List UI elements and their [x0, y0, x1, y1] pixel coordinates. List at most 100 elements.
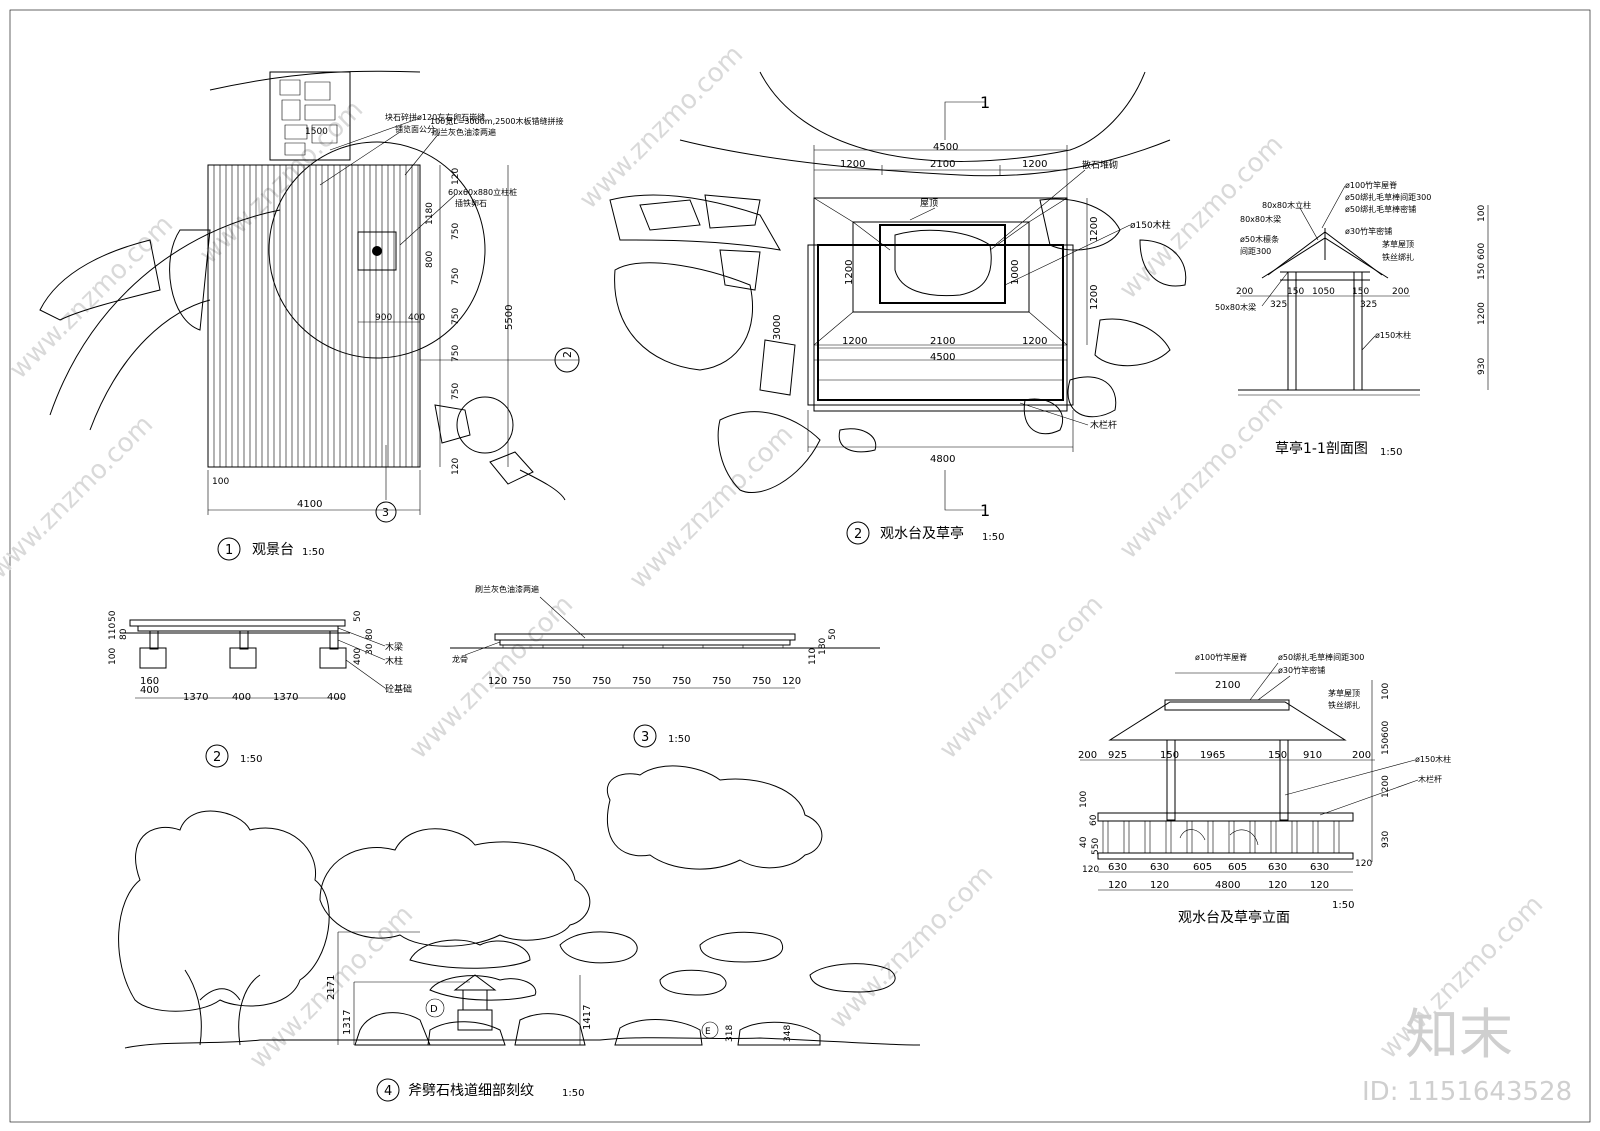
- column-post: [357, 231, 397, 271]
- pine-layer: [429, 975, 537, 1001]
- dim-text: 630: [1268, 862, 1287, 873]
- dim-text: 150: [1477, 263, 1487, 280]
- baluster: [1228, 820, 1235, 854]
- dim-text: 150: [1268, 750, 1287, 761]
- edge-curve: [519, 469, 566, 501]
- dim-text: 605: [1228, 862, 1247, 873]
- title-circle: [633, 724, 657, 748]
- dim-text: 50: [828, 628, 838, 640]
- dim-text: 900: [375, 313, 392, 323]
- note: ø150木柱: [1375, 330, 1411, 340]
- dim-text: 200: [1352, 750, 1371, 761]
- shore-curve: [759, 71, 1146, 162]
- cut-line: [944, 101, 985, 140]
- dim-text: 4500: [930, 352, 955, 363]
- note: 木梁: [385, 641, 403, 653]
- baluster: [1312, 820, 1319, 854]
- dim-text: 750: [451, 223, 461, 240]
- dim-text: 100: [108, 648, 118, 665]
- post: [239, 630, 249, 650]
- dim-text: 800: [425, 251, 435, 268]
- baluster: [1144, 820, 1151, 854]
- dim-text: 1000: [1010, 260, 1021, 285]
- cut-line: [944, 470, 985, 511]
- detail-2-section: 400 1370 400 1370 400 160 50 110 80 100 …: [108, 610, 412, 768]
- watermark-url: www.znzmo.com: [824, 860, 999, 1035]
- note: 50x80木梁: [1215, 302, 1256, 312]
- baluster: [1186, 820, 1193, 854]
- scale-text: 1:50: [668, 734, 690, 745]
- circle-outline: [268, 141, 486, 359]
- stone-circle: [456, 396, 514, 454]
- dim-text: 150: [1352, 287, 1369, 297]
- scale-text: 1:50: [240, 754, 262, 765]
- dim-text: 750: [451, 308, 461, 325]
- rock-pile: [894, 229, 992, 297]
- column: [1166, 739, 1176, 821]
- dim-text: 750: [712, 676, 731, 687]
- leader: [1257, 675, 1291, 701]
- note: ø100竹竿屋脊: [1195, 652, 1247, 662]
- leader: [464, 641, 501, 656]
- note: 间距300: [1240, 247, 1271, 256]
- note: 砼基础: [385, 683, 412, 695]
- dim-text: 750: [512, 676, 531, 687]
- scale-text: 1:50: [1380, 447, 1402, 458]
- note: 茅草屋顶: [1382, 239, 1414, 249]
- detail-mark-text: E: [705, 1027, 711, 1037]
- dim-text: 150: [1160, 750, 1179, 761]
- stone: [759, 339, 796, 396]
- roof-hip: [1028, 311, 1068, 346]
- leader: [994, 169, 1086, 246]
- plan-viewing-platform: 4100 100 5500 120 1180 800 750 750 750 7…: [39, 70, 580, 561]
- note: ø50绑扎毛草棒密铺: [1345, 204, 1416, 214]
- cut-label: 1: [980, 93, 990, 112]
- dim-text: 750: [451, 268, 461, 285]
- dim-text: 200: [1392, 287, 1409, 297]
- roof-hip: [813, 197, 854, 223]
- baluster: [1207, 820, 1214, 854]
- dim-text: 2171: [326, 975, 337, 1000]
- dim-text: 120: [1268, 880, 1287, 891]
- joist-posts: [502, 645, 784, 648]
- note: 龙骨: [452, 654, 468, 664]
- note: ø150木柱: [1415, 754, 1451, 764]
- baluster: [1291, 820, 1298, 854]
- path-edge-curve: [209, 70, 421, 91]
- plan-title: 观景台: [252, 542, 294, 558]
- note: 插铁卵石: [455, 198, 487, 208]
- leader: [337, 627, 386, 647]
- note: 刷兰灰色油漆两遍: [432, 127, 496, 137]
- plan-title: 观水台及草亭: [880, 525, 964, 542]
- scale-text: 1:50: [562, 1088, 584, 1099]
- dim-text: 3000: [772, 315, 783, 340]
- note: 块石碎拼ø120左右卵石嵌缝: [385, 112, 485, 122]
- cut-label: 1: [980, 501, 990, 520]
- elevation-title: 观水台及草亭立面: [1178, 909, 1290, 926]
- dim-text: 910: [1303, 750, 1322, 761]
- dim-text: 100: [1477, 205, 1487, 222]
- pine-layer: [659, 969, 727, 996]
- leader: [539, 596, 586, 639]
- shore-curve: [679, 139, 1171, 177]
- boulder: [169, 229, 211, 331]
- dim-text: 120: [1150, 880, 1169, 891]
- leader: [404, 131, 441, 176]
- dim-text: 180: [818, 638, 828, 655]
- dim-text: 1200: [1477, 302, 1487, 325]
- dim-text: 2100: [930, 336, 955, 347]
- note: ø30竹竿密铺: [1345, 226, 1392, 236]
- dim-text: 550: [1091, 838, 1101, 855]
- path-edge-curve: [89, 299, 211, 431]
- dim-text: 750: [451, 345, 461, 362]
- dim-text: 400: [353, 648, 363, 665]
- note: 散石堆砌: [1082, 159, 1118, 171]
- roof-outline: [852, 221, 1030, 313]
- dim-text: 120: [782, 676, 801, 687]
- boulder: [717, 411, 821, 494]
- title-circle: [205, 744, 229, 768]
- baluster: [1123, 820, 1130, 854]
